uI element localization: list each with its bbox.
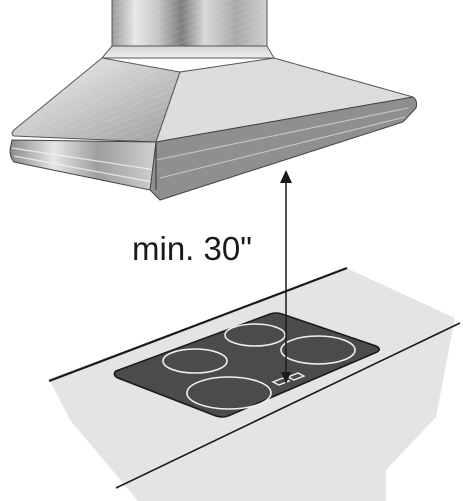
hood-side-rim (149, 96, 418, 201)
control-keys (271, 372, 306, 386)
clearance-dimension-line (280, 170, 292, 384)
cooktop (113, 312, 381, 418)
arrowhead-up-icon (280, 170, 292, 183)
burner-front (186, 376, 272, 410)
burner-left (162, 348, 228, 374)
range-hood (9, 0, 418, 201)
arrowhead-down-icon (281, 372, 291, 384)
hood-front-rim (9, 139, 157, 191)
clearance-label: min. 30" (132, 230, 252, 267)
burner-rings (162, 323, 356, 410)
burner-right (280, 335, 356, 365)
burner-rear (224, 323, 286, 347)
